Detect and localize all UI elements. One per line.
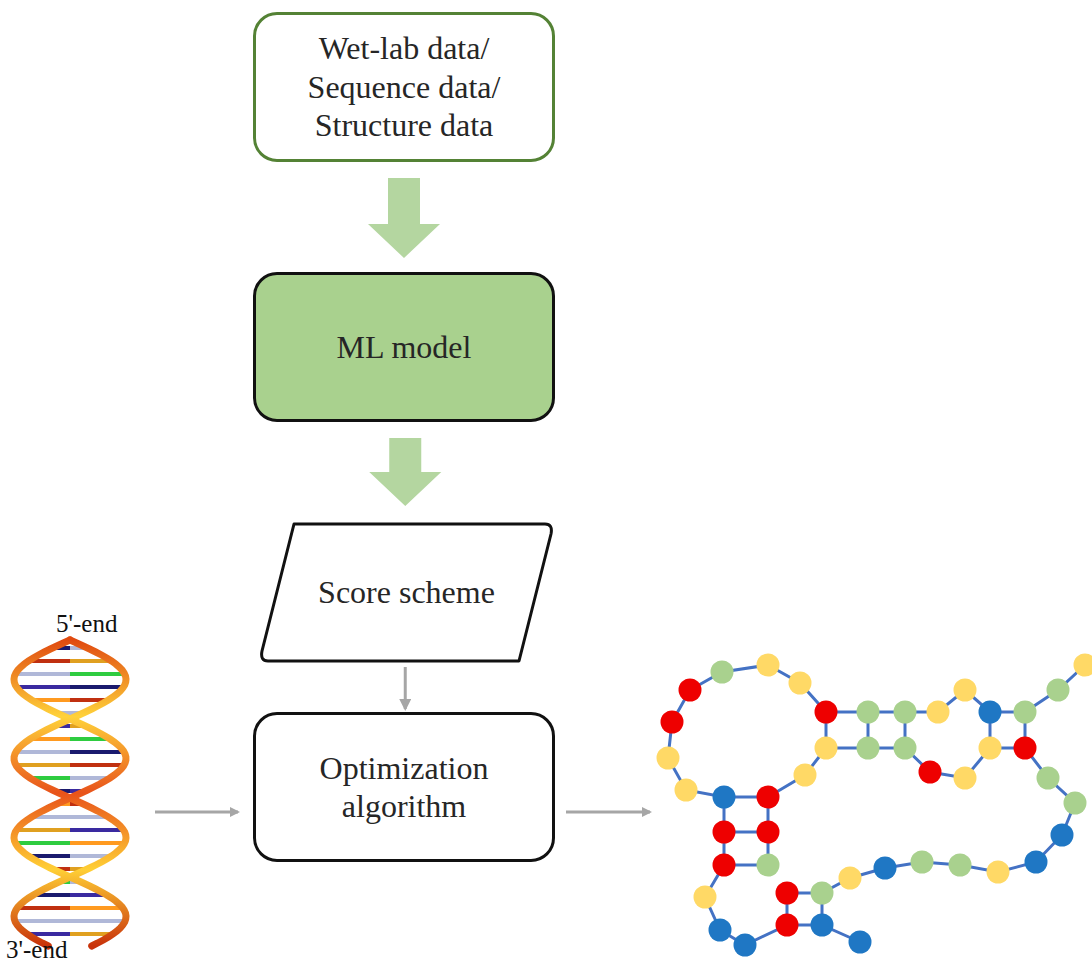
- algorithm-box: Optimization algorithm: [253, 712, 555, 862]
- score-parallelogram: Score scheme: [258, 520, 555, 665]
- rna-backbone: [668, 665, 1085, 945]
- node-label: Score scheme: [318, 573, 495, 611]
- node-label: Optimization algorithm: [278, 749, 530, 826]
- strand-end-label: 3'-end: [6, 936, 67, 964]
- flow-arrow: [369, 438, 441, 506]
- strand-end-label: 5'-end: [56, 610, 117, 638]
- node-label: Wet-lab data/ Sequence data/ Structure d…: [276, 29, 532, 144]
- flow-arrow: [404, 667, 407, 709]
- rna-nucleotides: [657, 654, 1092, 957]
- output-arrow: [566, 811, 650, 814]
- dna-rungs: [15, 648, 125, 934]
- dna-helix: [14, 640, 126, 946]
- input-arrow: [155, 811, 238, 814]
- model-box: ML model: [253, 272, 555, 422]
- data-box: Wet-lab data/ Sequence data/ Structure d…: [253, 12, 555, 162]
- node-label: ML model: [337, 328, 472, 366]
- flow-arrow: [368, 178, 440, 258]
